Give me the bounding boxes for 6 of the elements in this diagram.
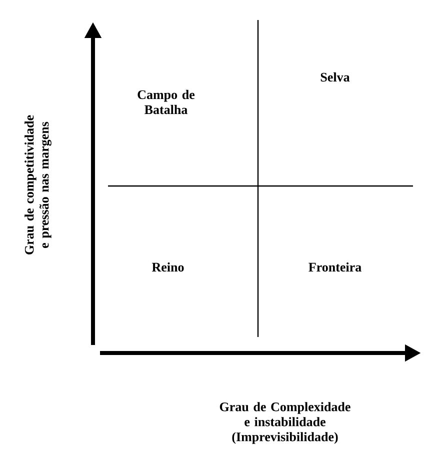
axis-title: Grau de Complexidade e instabilidade (Imprevisibilidade) [220,402,350,444]
quadrant-label: Fronteira [308,262,362,272]
quadrant-label: Selva [320,72,350,82]
axis-title: Grau de competitividade e pressão nas margens [24,115,52,254]
quadrant-label: Reino [152,262,184,272]
quadrant-label: Campo de Batalha [138,90,195,114]
